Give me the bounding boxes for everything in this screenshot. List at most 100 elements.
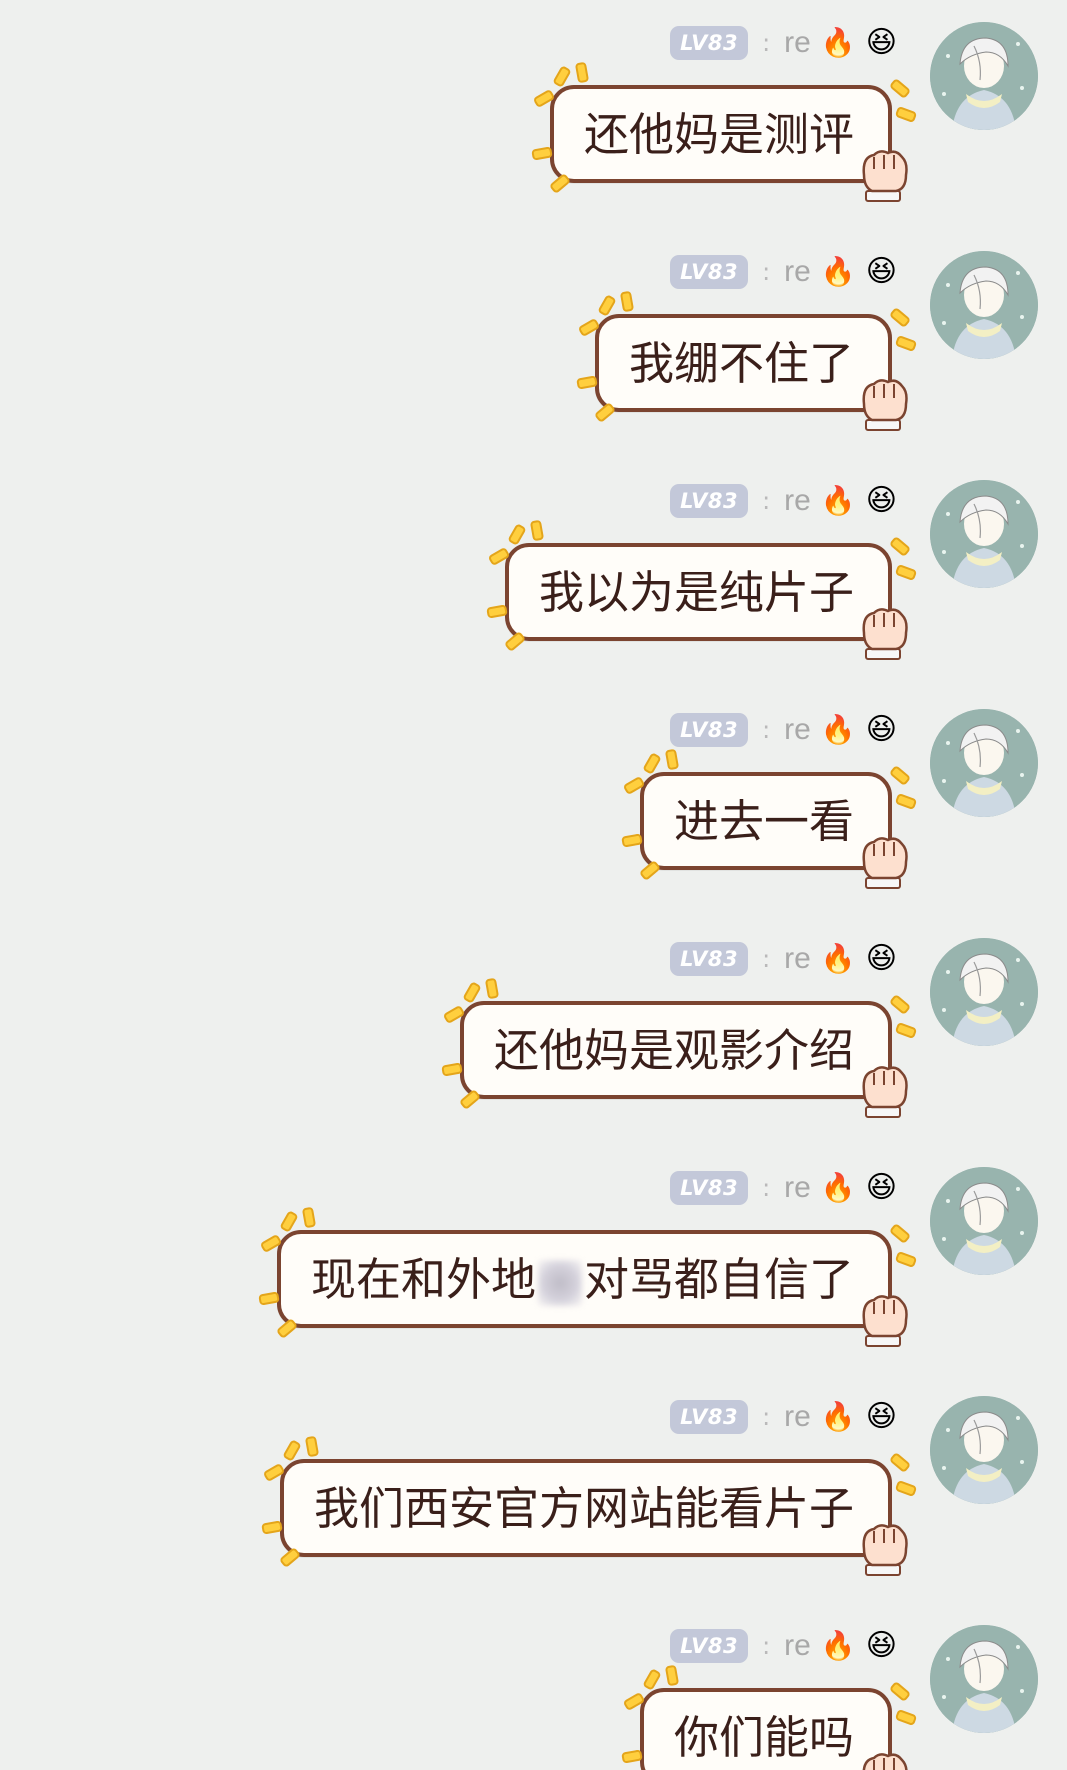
sparkle-decoration	[888, 1680, 912, 1703]
sender-nickname[interactable]: re	[784, 942, 811, 975]
avatar[interactable]	[930, 709, 1038, 817]
sparkle-decoration	[279, 1210, 299, 1233]
sparkle-decoration	[888, 535, 912, 558]
sender-nickname[interactable]: re	[784, 484, 811, 517]
separator: :	[762, 1174, 771, 1202]
smiling-face-icon: 😆	[865, 25, 897, 60]
avatar[interactable]	[930, 1167, 1038, 1275]
message-text: 进去一看	[673, 795, 854, 848]
sparkle-decoration	[442, 1004, 466, 1025]
avatar[interactable]	[930, 480, 1038, 588]
sparkle-decoration	[894, 1708, 918, 1727]
level-badge: LV83	[670, 1629, 749, 1663]
flame-icon: 🔥	[820, 255, 856, 288]
message-bubble[interactable]: 我们西安官方网站能看片子	[261, 1435, 918, 1576]
chat-message: LV83 : re 🔥 😆 我以为是纯片子	[0, 458, 1067, 687]
sparkle-decoration	[262, 1462, 286, 1483]
sparkle-decoration	[888, 1451, 912, 1474]
separator: :	[762, 487, 771, 515]
sparkle-decoration	[622, 1691, 646, 1712]
chat-message: LV83 : re 🔥 😆 现在和外地对骂都自信了	[0, 1145, 1067, 1374]
message-bubble-wrap: 我们西安官方网站能看片子	[261, 1435, 918, 1576]
sparkle-decoration	[664, 1664, 680, 1687]
smiling-face-icon: 😆	[865, 483, 897, 518]
sparkle-decoration	[894, 792, 918, 811]
avatar[interactable]	[930, 251, 1038, 359]
chat-message: LV83 : re 🔥 😆 你们能吗	[0, 1603, 1067, 1770]
fist-icon	[862, 1066, 908, 1118]
sparkle-decoration	[597, 294, 617, 317]
message-bubble-wrap: 我以为是纯片子	[486, 519, 918, 660]
sparkle-decoration	[888, 1222, 912, 1245]
message-text-before: 现在和外地	[310, 1253, 536, 1306]
message-bubble-wrap: 我绷不住了	[576, 290, 918, 431]
sender-meta: LV83 : re 🔥 😆	[670, 253, 897, 291]
sparkle-decoration	[304, 1435, 320, 1458]
message-bubble[interactable]: 还他妈是观影介绍	[441, 977, 918, 1118]
sparkle-decoration	[574, 61, 590, 84]
sparkle-decoration	[278, 1546, 302, 1569]
fist-icon	[862, 837, 908, 889]
sparkle-decoration	[458, 1088, 482, 1111]
sparkle-decoration	[638, 859, 662, 882]
sparkle-decoration	[529, 519, 545, 542]
sparkle-decoration	[507, 523, 527, 546]
sparkle-decoration	[532, 88, 556, 109]
sender-nickname[interactable]: re	[784, 26, 811, 59]
fist-icon	[862, 1753, 908, 1770]
sparkle-decoration	[642, 1668, 662, 1691]
sparkle-decoration	[487, 546, 511, 567]
sender-nickname[interactable]: re	[784, 713, 811, 746]
sender-nickname[interactable]: re	[784, 1171, 811, 1204]
message-bubble[interactable]: 现在和外地对骂都自信了	[258, 1206, 918, 1347]
message-bubble[interactable]: 我绷不住了	[576, 290, 918, 431]
sparkle-decoration	[261, 1520, 283, 1535]
level-badge: LV83	[670, 1171, 749, 1205]
sender-nickname[interactable]: re	[784, 1400, 811, 1433]
message-bubble-wrap: 现在和外地对骂都自信了	[258, 1206, 918, 1347]
message-bubble-wrap: 还他妈是观影介绍	[441, 977, 918, 1118]
sender-nickname[interactable]: re	[784, 1629, 811, 1662]
sparkle-decoration	[894, 105, 918, 124]
message-bubble[interactable]: 进去一看	[621, 748, 918, 889]
message-text-after: 对骂都自信了	[583, 1253, 854, 1306]
sparkle-decoration	[621, 1749, 643, 1764]
smiling-face-icon: 😆	[865, 712, 897, 747]
flame-icon: 🔥	[820, 1400, 856, 1433]
fist-icon	[862, 1524, 908, 1576]
message-bubble[interactable]: 你们能吗	[621, 1664, 918, 1770]
sparkle-decoration	[593, 401, 617, 424]
sparkle-decoration	[894, 1250, 918, 1269]
fist-icon	[862, 608, 908, 660]
message-bubble-wrap: 进去一看	[621, 748, 918, 889]
message-text: 我以为是纯片子	[538, 566, 854, 619]
message-bubble[interactable]: 我以为是纯片子	[486, 519, 918, 660]
message-bubble-wrap: 你们能吗	[621, 1664, 918, 1770]
level-badge: LV83	[670, 1400, 749, 1434]
sparkle-decoration	[642, 752, 662, 775]
sparkle-decoration	[888, 77, 912, 100]
chat-message: LV83 : re 🔥 😆 还他妈是观影介绍	[0, 916, 1067, 1145]
sparkle-decoration	[462, 981, 482, 1004]
separator: :	[762, 716, 771, 744]
fist-icon	[862, 150, 908, 202]
avatar[interactable]	[930, 938, 1038, 1046]
sender-nickname[interactable]: re	[784, 255, 811, 288]
sparkle-decoration	[664, 748, 680, 771]
avatar[interactable]	[930, 1396, 1038, 1504]
sparkle-decoration	[259, 1233, 283, 1254]
separator: :	[762, 1632, 771, 1660]
avatar[interactable]	[930, 22, 1038, 130]
message-bubble[interactable]: 还他妈是测评	[531, 61, 918, 202]
sender-meta: LV83 : re 🔥 😆	[670, 1627, 897, 1665]
blurred-word	[537, 1260, 582, 1306]
sparkle-decoration	[894, 1021, 918, 1040]
flame-icon: 🔥	[820, 484, 856, 517]
smiling-face-icon: 😆	[865, 1170, 897, 1205]
sparkle-decoration	[576, 375, 598, 390]
avatar[interactable]	[930, 1625, 1038, 1733]
smiling-face-icon: 😆	[865, 1399, 897, 1434]
sender-meta: LV83 : re 🔥 😆	[670, 940, 897, 978]
flame-icon: 🔥	[820, 26, 856, 59]
